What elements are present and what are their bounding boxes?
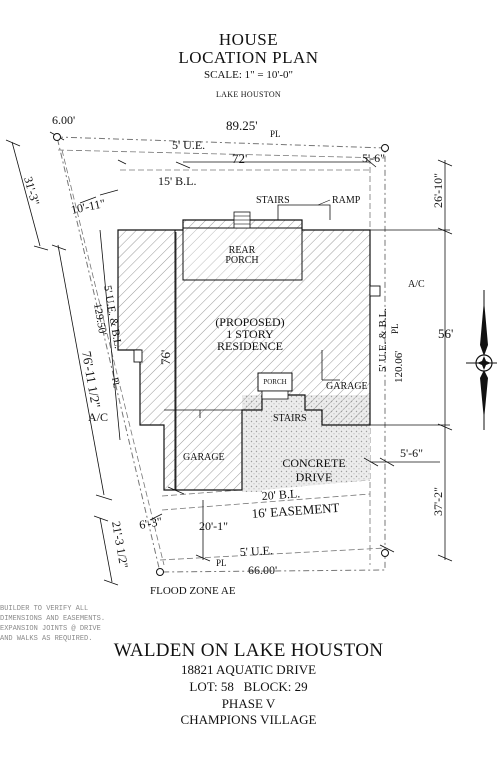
dim-right-middle: 56' (438, 326, 453, 341)
label-drive-1: CONCRETE (282, 456, 345, 470)
easement-line (161, 493, 371, 511)
dim-bottom-setback: 20'-1" (199, 519, 228, 533)
dim-bl-bottom: 20' B.L. (261, 486, 300, 503)
dim-pl-top: PL (270, 129, 281, 139)
dim-house-width: 72' (232, 151, 247, 166)
dim-left-depth: 129.50' (91, 302, 108, 336)
label-residence-1: (PROPOSED) (215, 315, 284, 329)
label-stairs-front: STAIRS (273, 413, 307, 424)
builder-note: BUILDER TO VERIFY ALL DIMENSIONS AND EAS… (0, 604, 105, 644)
dim-house-depth: 76' (158, 350, 173, 365)
dim-pl-left: PL (110, 377, 122, 389)
builder-note-line2: DIMENSIONS AND EASEMENTS. (0, 615, 106, 623)
plan-title-line1: HOUSE (218, 30, 279, 49)
phase: PHASE V (221, 696, 276, 711)
street-address: 18821 AQUATIC DRIVE (180, 662, 317, 677)
dim-bottom-width: 66.00' (248, 563, 277, 577)
dim-right-upper: 26'-10" (431, 173, 445, 208)
corner-marker-bl (156, 568, 164, 576)
corner-marker-tr (381, 144, 389, 152)
rear-stairs (233, 211, 251, 229)
label-garage-left: GARAGE (183, 452, 225, 463)
dim-top-width: 89.25' (226, 118, 258, 133)
ramp (277, 204, 331, 220)
label-drive-2: DRIVE (296, 470, 333, 484)
lot-block: LOT: 58 BLOCK: 29 (189, 679, 308, 694)
dim-right-lower-setback: 5'-6" (400, 446, 423, 460)
label-porch: PORCH (263, 378, 286, 386)
label-rear-porch-2: PORCH (225, 255, 258, 266)
label-residence-2: 1 STORY (226, 327, 274, 341)
plan-title-line2: LOCATION PLAN (178, 48, 319, 67)
dim-left-setback-upper: 10'-11" (70, 196, 107, 217)
ac-unit-right (369, 285, 381, 297)
label-garage-right: GARAGE (326, 381, 368, 392)
builder-note-line4: AND WALKS AS REQUIRED. (0, 635, 93, 643)
dim-bl-top: 15' B.L. (158, 174, 197, 188)
north-arrow-icon (466, 290, 497, 430)
label-rear-porch-1: REAR (229, 245, 256, 256)
builder-note-line3: EXPANSION JOINTS @ DRIVE (0, 625, 101, 633)
dim-pl-bottom: PL (216, 558, 227, 568)
label-residence-3: RESIDENCE (217, 339, 283, 353)
dim-right-ue-bl: 5' U.E. & B.L. (377, 308, 389, 372)
dim-left-upper: 31'-3" (21, 175, 42, 207)
setback-line-left (61, 149, 165, 566)
label-ac-left: A/C (88, 410, 108, 424)
corner-marker-br (381, 549, 389, 557)
dim-left-bottom: 21'-3 1/2" (109, 520, 131, 569)
dim-right-lower: 37'-2" (431, 487, 445, 516)
ac-unit-left (133, 349, 143, 363)
label-ramp: RAMP (332, 195, 361, 206)
dim-top-left-offset: 6.00' (52, 113, 75, 127)
dim-ue-bottom: 5' U.E. (239, 543, 273, 559)
rear-porch (182, 227, 303, 281)
ue-line-top (57, 149, 386, 159)
dim-ue-top: 5' U.E. (172, 138, 205, 152)
label-flood-zone: FLOOD ZONE AE (150, 585, 236, 597)
village: CHAMPIONS VILLAGE (180, 712, 317, 727)
walk-to-street (242, 405, 262, 492)
plan-scale: SCALE: 1" = 10'-0" (204, 69, 293, 81)
builder-note-line1: BUILDER TO VERIFY ALL (0, 605, 89, 613)
house-footprint (117, 219, 371, 491)
label-ac-right: A/C (408, 279, 425, 290)
subdivision-name: WALDEN ON LAKE HOUSTON (113, 640, 384, 661)
label-stairs-top: STAIRS (256, 195, 290, 206)
dim-pl-right: PL (390, 323, 400, 334)
property-line (56, 136, 386, 573)
dim-right-depth: 120.06' (393, 351, 405, 383)
dim-easement: 16' EASEMENT (251, 500, 340, 521)
dim-right-setback: 5'-6" (362, 151, 385, 165)
corner-marker-tl (53, 133, 61, 141)
ue-line-bottom (159, 547, 386, 561)
dim-left-bottom-offset: 6'-3" (138, 514, 163, 532)
lake-label: LAKE HOUSTON (215, 90, 281, 99)
